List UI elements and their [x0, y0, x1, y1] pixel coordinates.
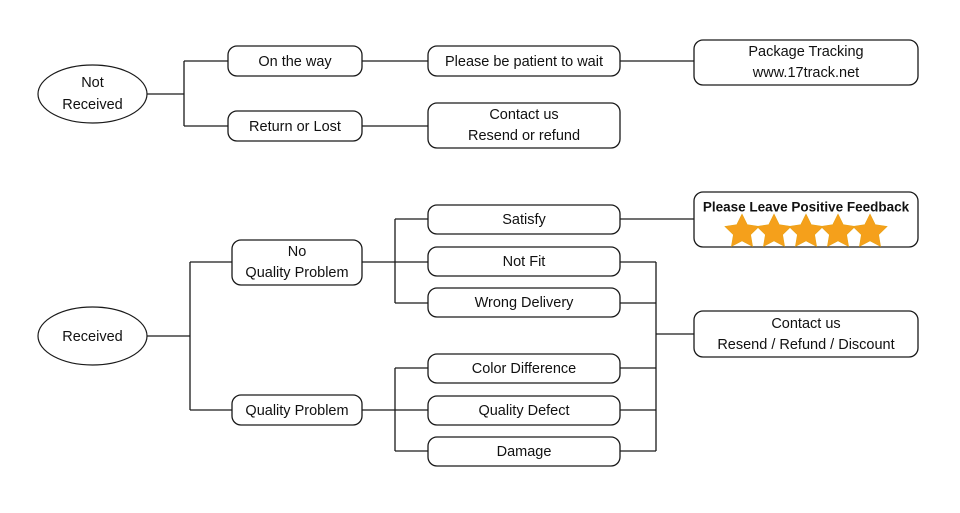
node-return-or-lost[interactable]: Return or Lost [227, 110, 363, 142]
contact-us-label-top: Contact us [489, 107, 558, 123]
node-contact-resend-refund[interactable]: Contact us Resend or refund [427, 102, 621, 149]
contact-resend-refund-box [427, 102, 621, 149]
node-no-quality-problem[interactable]: No Quality Problem [231, 239, 363, 286]
no-quality-problem-box [231, 239, 363, 286]
star-icon-3[interactable] [788, 213, 824, 247]
package-tracking-box [693, 39, 919, 86]
node-please-be-patient[interactable]: Please be patient to wait [427, 45, 621, 77]
return-or-lost-label: Return or Lost [249, 119, 341, 135]
satisfy-label: Satisfy [502, 212, 546, 228]
return-or-lost-box [227, 110, 363, 142]
not-received-label-line1: Not [81, 75, 104, 91]
quality-defect-label: Quality Defect [478, 403, 569, 419]
node-not-fit[interactable]: Not Fit [427, 246, 621, 277]
node-not-received[interactable]: Not Received [37, 64, 148, 124]
package-tracking-url[interactable]: www.17track.net [752, 65, 859, 81]
not-received-ellipse [37, 64, 148, 124]
satisfy-box [427, 204, 621, 235]
star-icon-2[interactable] [756, 213, 792, 247]
node-quality-defect[interactable]: Quality Defect [427, 395, 621, 426]
node-received[interactable]: Received [37, 306, 148, 366]
node-color-difference[interactable]: Color Difference [427, 353, 621, 384]
package-tracking-label: Package Tracking [748, 44, 863, 60]
positive-feedback-label: Please Leave Positive Feedback [703, 200, 910, 215]
resend-refund-discount-label: Resend / Refund / Discount [717, 337, 894, 353]
please-be-patient-label: Please be patient to wait [445, 54, 603, 70]
received-label: Received [62, 329, 122, 345]
wrong-delivery-label: Wrong Delivery [475, 295, 575, 311]
color-difference-label: Color Difference [472, 361, 577, 377]
node-positive-feedback[interactable]: Please Leave Positive Feedback [693, 191, 919, 248]
quality-defect-box [427, 395, 621, 426]
node-package-tracking[interactable]: Package Tracking www.17track.net [693, 39, 919, 86]
wrong-delivery-box [427, 287, 621, 318]
node-damage[interactable]: Damage [427, 436, 621, 467]
node-quality-problem[interactable]: Quality Problem [231, 394, 363, 426]
not-fit-label: Not Fit [503, 254, 546, 270]
quality-problem-box [231, 394, 363, 426]
node-contact-resend-refund-discount[interactable]: Contact us Resend / Refund / Discount [693, 310, 919, 358]
contact-us-label-bottom: Contact us [771, 316, 840, 332]
damage-box [427, 436, 621, 467]
received-ellipse [37, 306, 148, 366]
star-rating-group[interactable] [724, 213, 888, 247]
resend-or-refund-label: Resend or refund [468, 128, 580, 144]
node-on-the-way[interactable]: On the way [227, 45, 363, 77]
color-difference-box [427, 353, 621, 384]
star-icon-1[interactable] [724, 213, 760, 247]
please-be-patient-box [427, 45, 621, 77]
no-quality-problem-label-line1: No [288, 244, 307, 260]
no-quality-problem-label-line2: Quality Problem [245, 265, 348, 281]
star-icon-5[interactable] [852, 213, 888, 247]
node-satisfy[interactable]: Satisfy [427, 204, 621, 235]
quality-problem-label: Quality Problem [245, 403, 348, 419]
contact-resend-refund-discount-box [693, 310, 919, 358]
not-fit-box [427, 246, 621, 277]
connector-group-not-received [147, 60, 694, 127]
on-the-way-label: On the way [258, 54, 332, 70]
damage-label: Damage [497, 444, 552, 460]
on-the-way-box [227, 45, 363, 77]
node-wrong-delivery[interactable]: Wrong Delivery [427, 287, 621, 318]
star-icon-4[interactable] [820, 213, 856, 247]
not-received-label-line2: Received [62, 97, 122, 113]
connector-group-received [147, 218, 694, 452]
